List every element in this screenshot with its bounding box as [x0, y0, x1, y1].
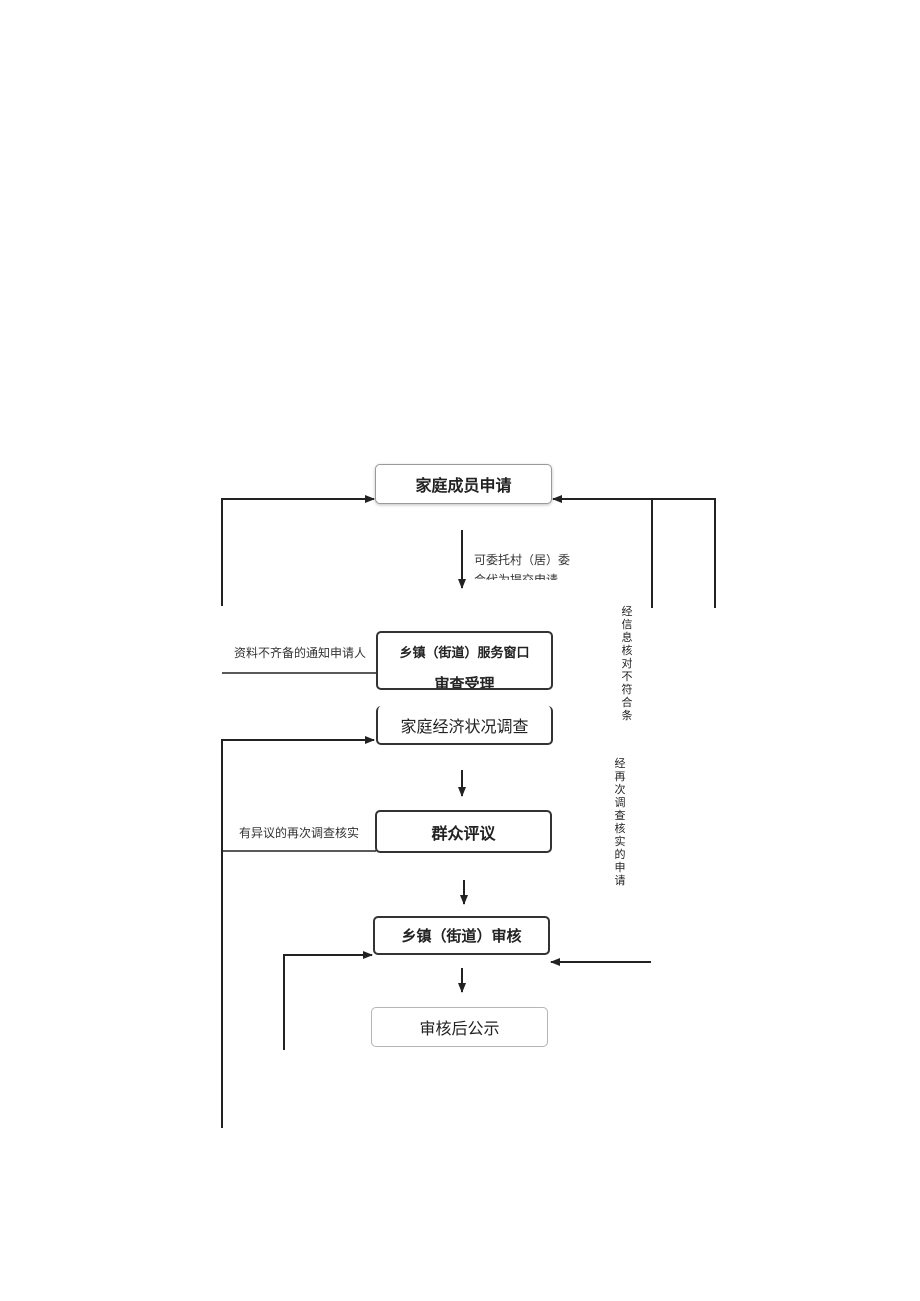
node-public-evaluation: 群众评议: [375, 810, 552, 853]
label-incomplete-materials-text: 资料不齐备的通知申请人: [234, 646, 367, 660]
node-family-application-label: 家庭成员申请: [415, 476, 512, 495]
node-public-evaluation-label: 群众评议: [431, 823, 496, 843]
loop-publicize-to-review: [283, 951, 373, 1050]
line-right-outer: [652, 498, 716, 608]
label-info-mismatch: 经信息核对不符合条: [620, 605, 634, 722]
node-economic-investigation: 家庭经济状况调查: [376, 706, 553, 745]
node-family-application: 家庭成员申请: [375, 464, 552, 504]
label-info-mismatch-text: 经信息核对不符合条: [621, 605, 633, 722]
label-objection-reinvestigate: 有异议的再次调查核实: [239, 826, 359, 840]
node-service-window-line2: 审查受理: [434, 675, 495, 690]
node-service-window: 乡镇（街道）服务窗口 审查受理: [376, 631, 553, 690]
node-economic-investigation-label: 家庭经济状况调查: [400, 716, 529, 736]
loop-incomplete-to-apply: [221, 495, 375, 606]
node-town-review-label: 乡镇（街道）审核: [401, 927, 522, 945]
label-reinvestigated-application-text: 经再次调查核实的申请: [614, 757, 626, 887]
loop-objection-to-investigate: [221, 736, 375, 1128]
node-publicize-label: 审核后公示: [419, 1019, 500, 1038]
node-service-window-line1: 乡镇（街道）服务窗口: [399, 646, 530, 661]
label-entrust-submission-text: 可委托村（居）委会代为提交申请: [474, 553, 571, 580]
node-publicize: 审核后公示: [371, 1007, 548, 1047]
node-town-review: 乡镇（街道）审核: [373, 916, 550, 955]
label-entrust-submission: 可委托村（居）委会代为提交申请: [474, 550, 574, 580]
label-objection-reinvestigate-text: 有异议的再次调查核实: [239, 826, 360, 840]
label-reinvestigated-application: 经再次调查核实的申请: [613, 757, 627, 887]
label-incomplete-materials: 资料不齐备的通知申请人: [234, 646, 366, 660]
